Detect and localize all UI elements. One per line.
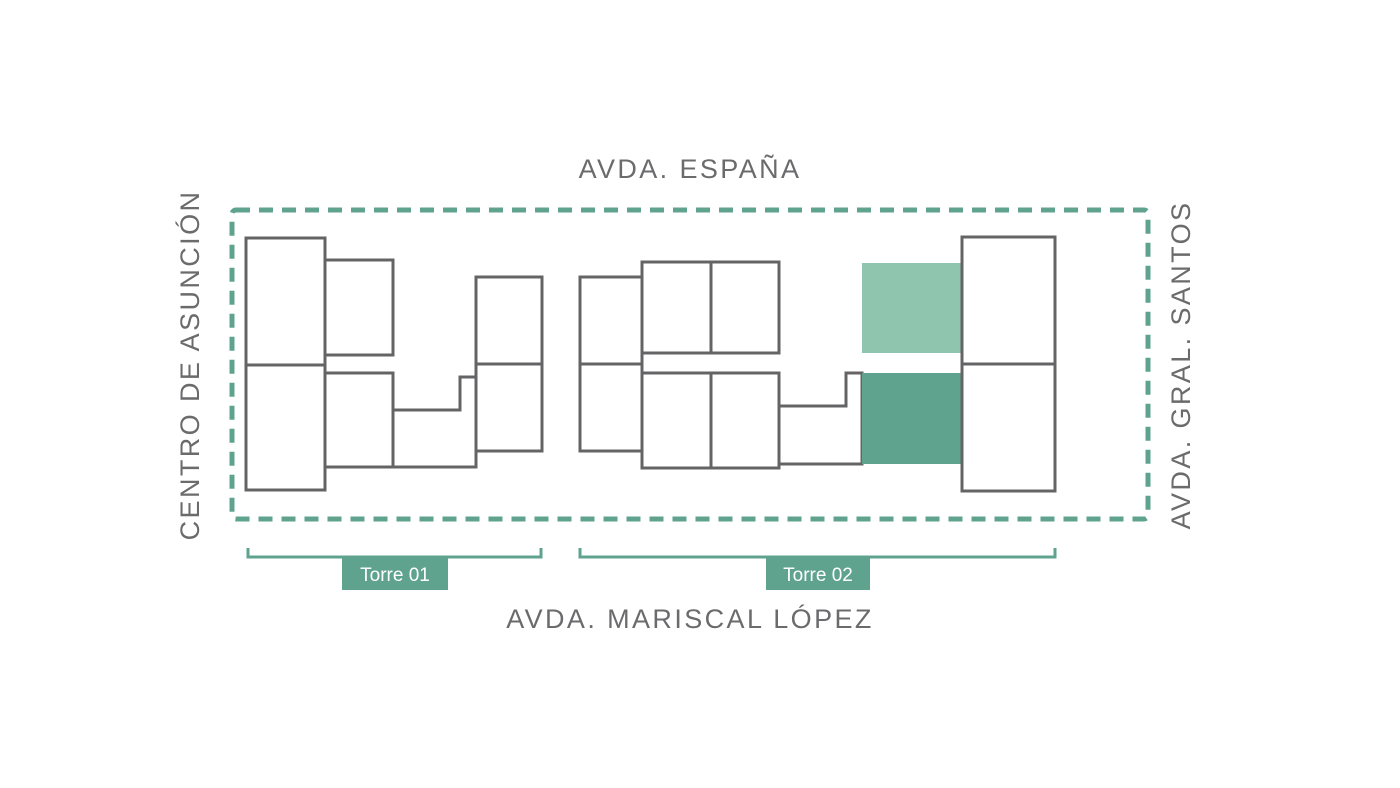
tower-02-floorplan — [578, 235, 1057, 493]
tower-02-bracket: Torre 02 — [578, 548, 1057, 590]
connector-block — [391, 375, 478, 469]
highlighted-unit-lower — [862, 373, 962, 464]
unit-block — [640, 260, 713, 355]
tower-01-bracket: Torre 01 — [246, 548, 543, 590]
bracket-line — [246, 548, 543, 559]
unit-block — [323, 258, 395, 357]
street-label-east: AVDA. GRAL. SANTOS — [1166, 201, 1196, 530]
highlighted-unit-upper — [862, 263, 962, 353]
unit-block — [960, 362, 1057, 493]
unit-block — [709, 260, 781, 355]
tower-02-badge — [766, 558, 870, 590]
bracket-line — [578, 548, 1057, 559]
tower-01-floorplan — [244, 236, 544, 492]
unit-block — [474, 275, 544, 366]
unit-block — [244, 236, 327, 367]
unit-block — [709, 371, 781, 470]
street-label-south: AVDA. MARISCAL LÓPEZ — [506, 603, 874, 634]
connector-block — [777, 371, 864, 466]
tower-01-badge — [342, 558, 448, 590]
unit-block — [244, 363, 327, 492]
unit-block — [474, 362, 544, 453]
tower-01-label: Torre 01 — [360, 565, 430, 586]
tower-02-label: Torre 02 — [783, 565, 853, 586]
unit-block — [323, 371, 395, 469]
street-label-west: CENTRO DE ASUNCIÓN — [174, 190, 205, 541]
unit-block — [640, 371, 713, 470]
unit-block — [960, 235, 1057, 366]
unit-block — [578, 362, 644, 453]
street-label-north: AVDA. ESPAÑA — [579, 153, 802, 184]
site-boundary — [229, 207, 1151, 522]
unit-block — [578, 275, 644, 366]
